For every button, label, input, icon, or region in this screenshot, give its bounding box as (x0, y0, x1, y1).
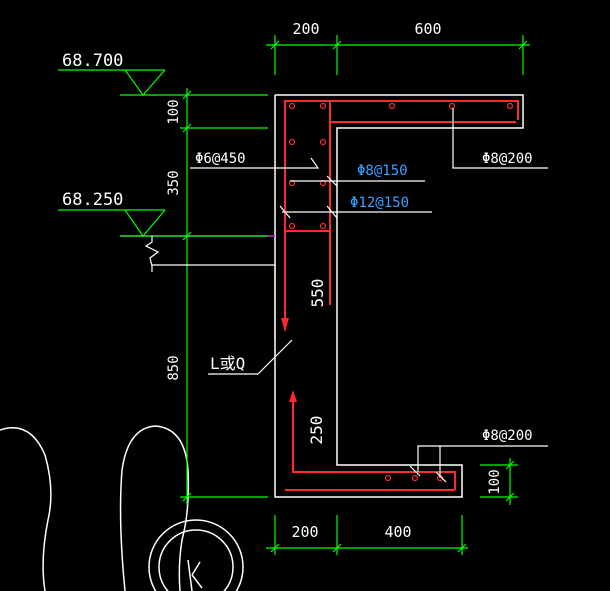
leader-bottom-right (417, 445, 548, 472)
label-top-right: Φ8@200 (482, 151, 533, 167)
rebar-top-inner (329, 101, 516, 123)
label-stirrup: Φ6@450 (195, 151, 246, 167)
dim-left-850: 850 (166, 355, 182, 380)
leaders (144, 108, 548, 483)
rebar-arrows (281, 318, 297, 402)
rebar-group (284, 100, 519, 491)
dim-inner-250: 250 (307, 416, 326, 445)
rebar-lower-wall (292, 395, 456, 490)
leader-element (208, 339, 293, 375)
leader-top-right (452, 108, 548, 169)
section-outline (274, 94, 524, 498)
break-symbol (144, 236, 160, 272)
stirrup-beam (284, 100, 331, 232)
elevation-top: 68.700 (62, 51, 123, 71)
ghost-circle-outer (148, 519, 244, 591)
dim-inner-550: 550 (308, 279, 327, 308)
label-bottom-right: Φ8@200 (482, 428, 533, 444)
ghost-lobe-right (119, 425, 190, 591)
background-shapes (0, 425, 244, 591)
ghost-lobe-left (0, 427, 52, 591)
leader-stirrup (190, 157, 320, 169)
arrow-down (281, 318, 289, 332)
label-mid-b: Φ12@150 (350, 195, 409, 211)
label-mid-a: Φ8@150 (357, 163, 408, 179)
dim-left-100: 100 (166, 99, 182, 124)
dim-right-100: 100 (487, 469, 503, 494)
dim-top-right: 600 (414, 20, 441, 38)
dim-top-left: 200 (292, 20, 319, 38)
elevation-middle: 68.250 (62, 190, 123, 210)
rebar-dots (288, 102, 514, 482)
break-leader (152, 264, 276, 340)
ghost-glyph (187, 559, 203, 591)
dim-bottom-left: 200 (291, 523, 318, 541)
dim-bottom-right: 400 (384, 523, 411, 541)
label-element: L或Q (210, 354, 245, 373)
arrow-up (289, 390, 297, 402)
dimension-lines (58, 35, 530, 555)
ghost-circle-inner (158, 529, 234, 591)
dim-left-350: 350 (166, 170, 182, 195)
